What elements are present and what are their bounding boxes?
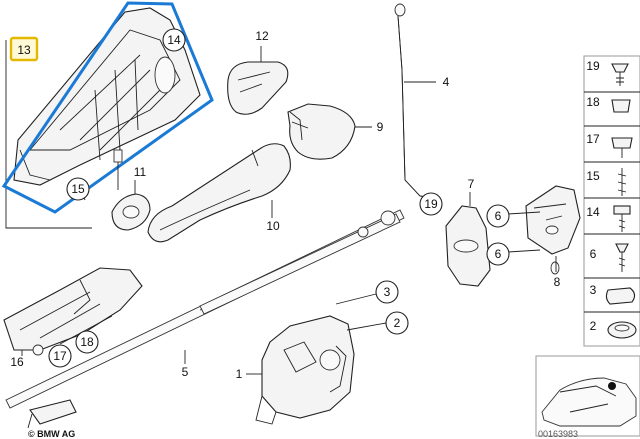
svg-text:2: 2	[590, 319, 597, 333]
part-16-mechanism[interactable]	[3, 267, 143, 356]
callout-10-label: 10	[266, 219, 280, 233]
callout-6b-label: 6	[495, 247, 502, 261]
part-7-striker-plate[interactable]	[445, 205, 491, 287]
callout-19-label: 19	[424, 197, 438, 211]
callout-3[interactable]: 3	[335, 280, 399, 305]
callout-9-label: 9	[377, 120, 384, 134]
part-9-cylinder-cover[interactable]	[287, 103, 356, 160]
svg-text:19: 19	[586, 59, 600, 73]
pin-screw	[113, 149, 123, 190]
callout-6-top[interactable]: 6	[486, 204, 541, 228]
callout-17-label: 17	[53, 349, 67, 363]
car-locator-thumbnail	[535, 355, 640, 437]
part-13-bracket	[5, 40, 92, 229]
legend-item-19[interactable]: 19	[586, 59, 629, 86]
callout-2[interactable]: 2	[346, 311, 409, 335]
legend-item-14[interactable]: 14	[586, 205, 631, 232]
legend-panel	[583, 55, 640, 347]
callout-14-label: 14	[167, 33, 181, 47]
part-12-cap[interactable]	[227, 61, 289, 115]
callout-7-label: 7	[468, 177, 475, 191]
callout-9[interactable]: 9	[355, 120, 384, 134]
svg-text:6: 6	[590, 247, 597, 261]
callout-13-label: 13	[17, 43, 31, 57]
rod-end-clip	[27, 399, 77, 429]
callout-10[interactable]: 10	[266, 200, 280, 233]
legend-item-18[interactable]: 18	[586, 95, 631, 113]
part-13-handle-carrier[interactable]	[1, 1, 214, 229]
svg-text:15: 15	[586, 169, 600, 183]
callout-16-label: 16	[10, 355, 24, 369]
part-10-outer-handle[interactable]	[147, 143, 291, 243]
callout-5-label: 5	[182, 365, 189, 379]
callout-6a-label: 6	[495, 209, 502, 223]
part-1-lock[interactable]	[255, 315, 355, 425]
callout-6-bottom[interactable]: 6	[486, 242, 541, 266]
callout-1-label: 1	[236, 367, 243, 381]
legend-item-2[interactable]: 2	[590, 319, 637, 339]
callout-17-left[interactable]: 17	[48, 344, 72, 368]
callout-1[interactable]: 1	[236, 367, 262, 381]
legend-item-17[interactable]: 17	[586, 132, 633, 158]
callout-11-label: 11	[134, 165, 147, 179]
callout-4[interactable]: 4	[404, 75, 450, 89]
callout-13[interactable]: 13	[9, 36, 39, 62]
svg-text:18: 18	[586, 95, 600, 109]
callout-19-main[interactable]: 19	[419, 192, 443, 216]
callout-14[interactable]: 14	[162, 28, 186, 52]
legend-item-15[interactable]: 15	[586, 168, 627, 196]
callout-11[interactable]: 11	[134, 165, 147, 194]
legend-item-6[interactable]: 6	[590, 243, 629, 272]
cable-rod-upper	[199, 210, 401, 315]
callout-3-label: 3	[384, 285, 391, 299]
svg-text:17: 17	[586, 132, 600, 146]
part-11-gasket[interactable]	[111, 193, 151, 231]
brand-copyright: © BMW AG	[28, 429, 75, 439]
callout-15-label: 15	[71, 182, 85, 196]
callout-16[interactable]: 16	[10, 350, 24, 369]
part-13-highlight-outline	[1, 1, 214, 214]
svg-text:3: 3	[590, 283, 597, 297]
callout-12[interactable]: 12	[255, 29, 269, 62]
callout-5[interactable]: 5	[182, 350, 189, 379]
callout-2-label: 2	[394, 316, 401, 330]
part-13-body	[13, 7, 201, 186]
part-8-striker[interactable]	[525, 185, 581, 275]
callout-4-label: 4	[443, 75, 450, 89]
callout-8-label: 8	[554, 275, 561, 289]
catalog-number: 00163983	[538, 429, 578, 439]
callout-18-label: 18	[80, 335, 94, 349]
callout-18-left[interactable]: 18	[75, 330, 99, 354]
callout-7[interactable]: 7	[468, 177, 475, 206]
locator-marker	[608, 382, 616, 390]
callout-12-label: 12	[255, 29, 269, 43]
callout-8[interactable]: 8	[554, 256, 561, 289]
legend-item-3[interactable]: 3	[590, 283, 636, 305]
part-4-rod[interactable]	[394, 3, 433, 199]
svg-text:14: 14	[586, 205, 600, 219]
callout-15[interactable]: 15	[66, 177, 90, 201]
